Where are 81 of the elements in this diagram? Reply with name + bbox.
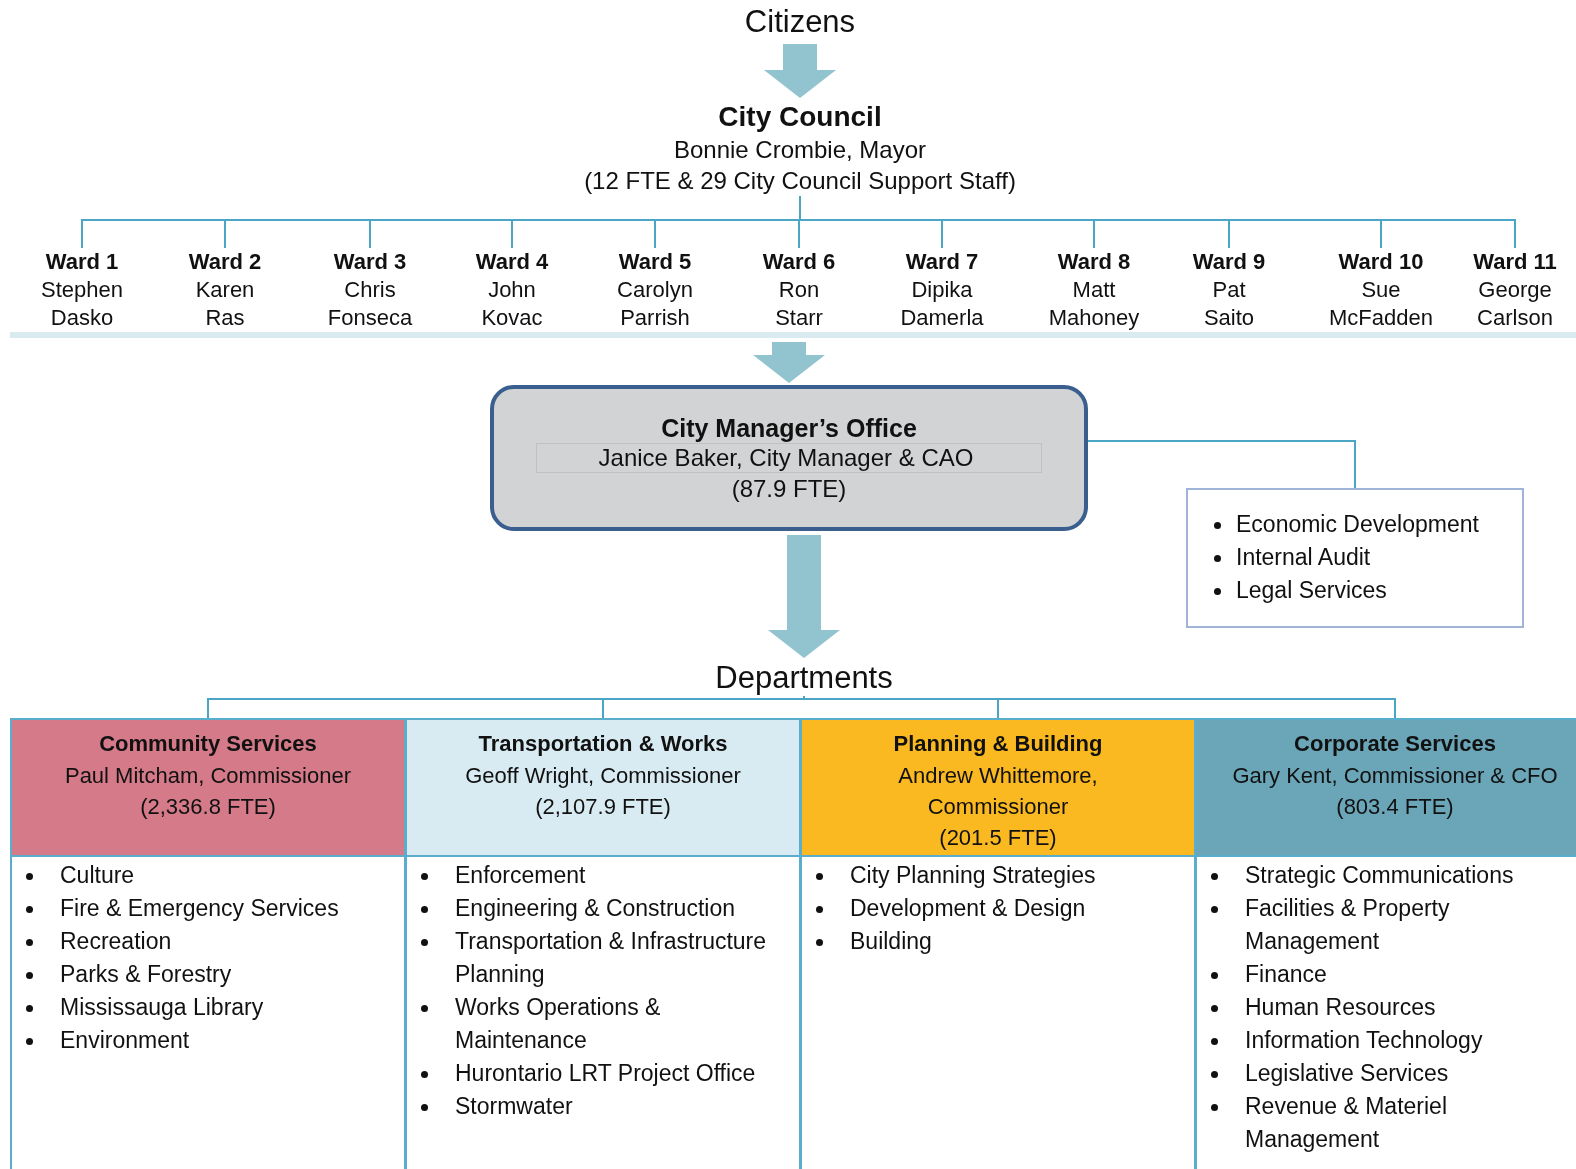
list-item: Recreation [26, 925, 380, 958]
list-item: Human Resources [1211, 991, 1569, 1024]
subtitle-text: (12 FTE & 29 City Council Support Staff) [584, 166, 1016, 196]
list-item: Legislative Services [1211, 1057, 1569, 1090]
list-item: City Planning Strategies [816, 859, 1170, 892]
block-arrow [768, 535, 840, 658]
commissioner-name: Andrew Whittemore, Commissioner [897, 762, 1099, 821]
member-name: Sue McFadden [1329, 276, 1433, 332]
department-title: Planning & Building [893, 730, 1103, 758]
member-name: Stephen Dasko [41, 276, 123, 332]
member-name: Ron Starr [775, 276, 823, 332]
list-item: Strategic Communications [1211, 859, 1569, 892]
commissioner-name: Geoff Wright, Commissioner [465, 762, 741, 790]
ward-label: Ward 4 [475, 248, 549, 276]
list-item: Information Technology [1211, 1024, 1569, 1057]
department-title: Transportation & Works [478, 730, 728, 758]
list-item: Enforcement [421, 859, 775, 892]
ward-label: Ward 2 [188, 248, 262, 276]
fte-text: (201.5 FTE) [939, 824, 1057, 852]
ward-label: Ward 3 [333, 248, 407, 276]
member-name: Karen Ras [195, 276, 255, 332]
list-item: Revenue & Materiel Management [1211, 1090, 1569, 1156]
ward-label: Ward 8 [1057, 248, 1131, 276]
ward-label: Ward 6 [762, 248, 836, 276]
office-box [490, 385, 1088, 531]
list-item: Mississauga Library [26, 991, 380, 1024]
department-column [405, 718, 801, 1169]
list-item: Economic Development [1214, 508, 1512, 541]
ward-label: Ward 1 [45, 248, 119, 276]
list-box [1186, 488, 1524, 628]
department-title: Corporate Services [1294, 730, 1496, 758]
department-column [1195, 718, 1576, 1169]
member-name: John Kovac [481, 276, 543, 332]
department-title: Community Services [99, 730, 317, 758]
connector-line [803, 695, 1396, 719]
connector-line [799, 195, 1516, 249]
commissioner-name: Paul Mitcham, Commissioner [64, 762, 352, 790]
connector-line [602, 695, 805, 719]
department-column [800, 718, 1196, 1169]
fte-text: (87.9 FTE) [731, 474, 847, 504]
list-item: Transportation & Infrastructure Planning [421, 925, 775, 991]
list-item: Fire & Emergency Services [26, 892, 380, 925]
department-column [10, 718, 406, 1169]
commissioner-name: Gary Kent, Commissioner & CFO [1232, 762, 1558, 790]
heading-text: Citizens [743, 4, 857, 40]
list-item: Internal Audit [1214, 541, 1512, 574]
subtitle-text: Bonnie Crombie, Mayor [673, 135, 927, 165]
fte-text: (803.4 FTE) [1336, 793, 1454, 821]
fte-text: (2,107.9 FTE) [535, 793, 671, 821]
heading-text: Departments [714, 660, 894, 696]
ward-label: Ward 10 [1338, 248, 1424, 276]
member-name: Matt Mahoney [1048, 276, 1140, 332]
list-item: Works Operations & Maintenance [421, 991, 775, 1057]
ward-label: Ward 5 [618, 248, 692, 276]
list-item: Stormwater [421, 1090, 775, 1123]
divider-bar [10, 332, 1576, 338]
fte-text: (2,336.8 FTE) [140, 793, 276, 821]
block-arrow [753, 342, 825, 383]
title-text: City Manager’s Office [661, 413, 917, 443]
member-name: Pat Saito [1203, 276, 1255, 332]
block-arrow [764, 44, 836, 98]
ward-label: Ward 7 [905, 248, 979, 276]
list-item: Facilities & Property Management [1211, 892, 1569, 958]
member-name: Dipika Damerla [900, 276, 984, 332]
list-item: Development & Design [816, 892, 1170, 925]
list-item: Environment [26, 1024, 380, 1057]
title-text: City Council [718, 100, 882, 134]
member-name: Chris Fonseca [327, 276, 413, 332]
manager-name: Janice Baker, City Manager & CAO [535, 443, 1043, 473]
list-item: Legal Services [1214, 574, 1512, 607]
list-item: Finance [1211, 958, 1569, 991]
member-name: Carolyn Parrish [617, 276, 693, 332]
ward-label: Ward 11 [1473, 248, 1557, 276]
member-name: George Carlson [1477, 276, 1553, 332]
list-item: Hurontario LRT Project Office [421, 1057, 775, 1090]
list-item: Culture [26, 859, 380, 892]
list-item: Building [816, 925, 1170, 958]
list-item: Engineering & Construction [421, 892, 775, 925]
list-item: Parks & Forestry [26, 958, 380, 991]
connector-line [1087, 440, 1356, 489]
ward-label: Ward 9 [1192, 248, 1266, 276]
